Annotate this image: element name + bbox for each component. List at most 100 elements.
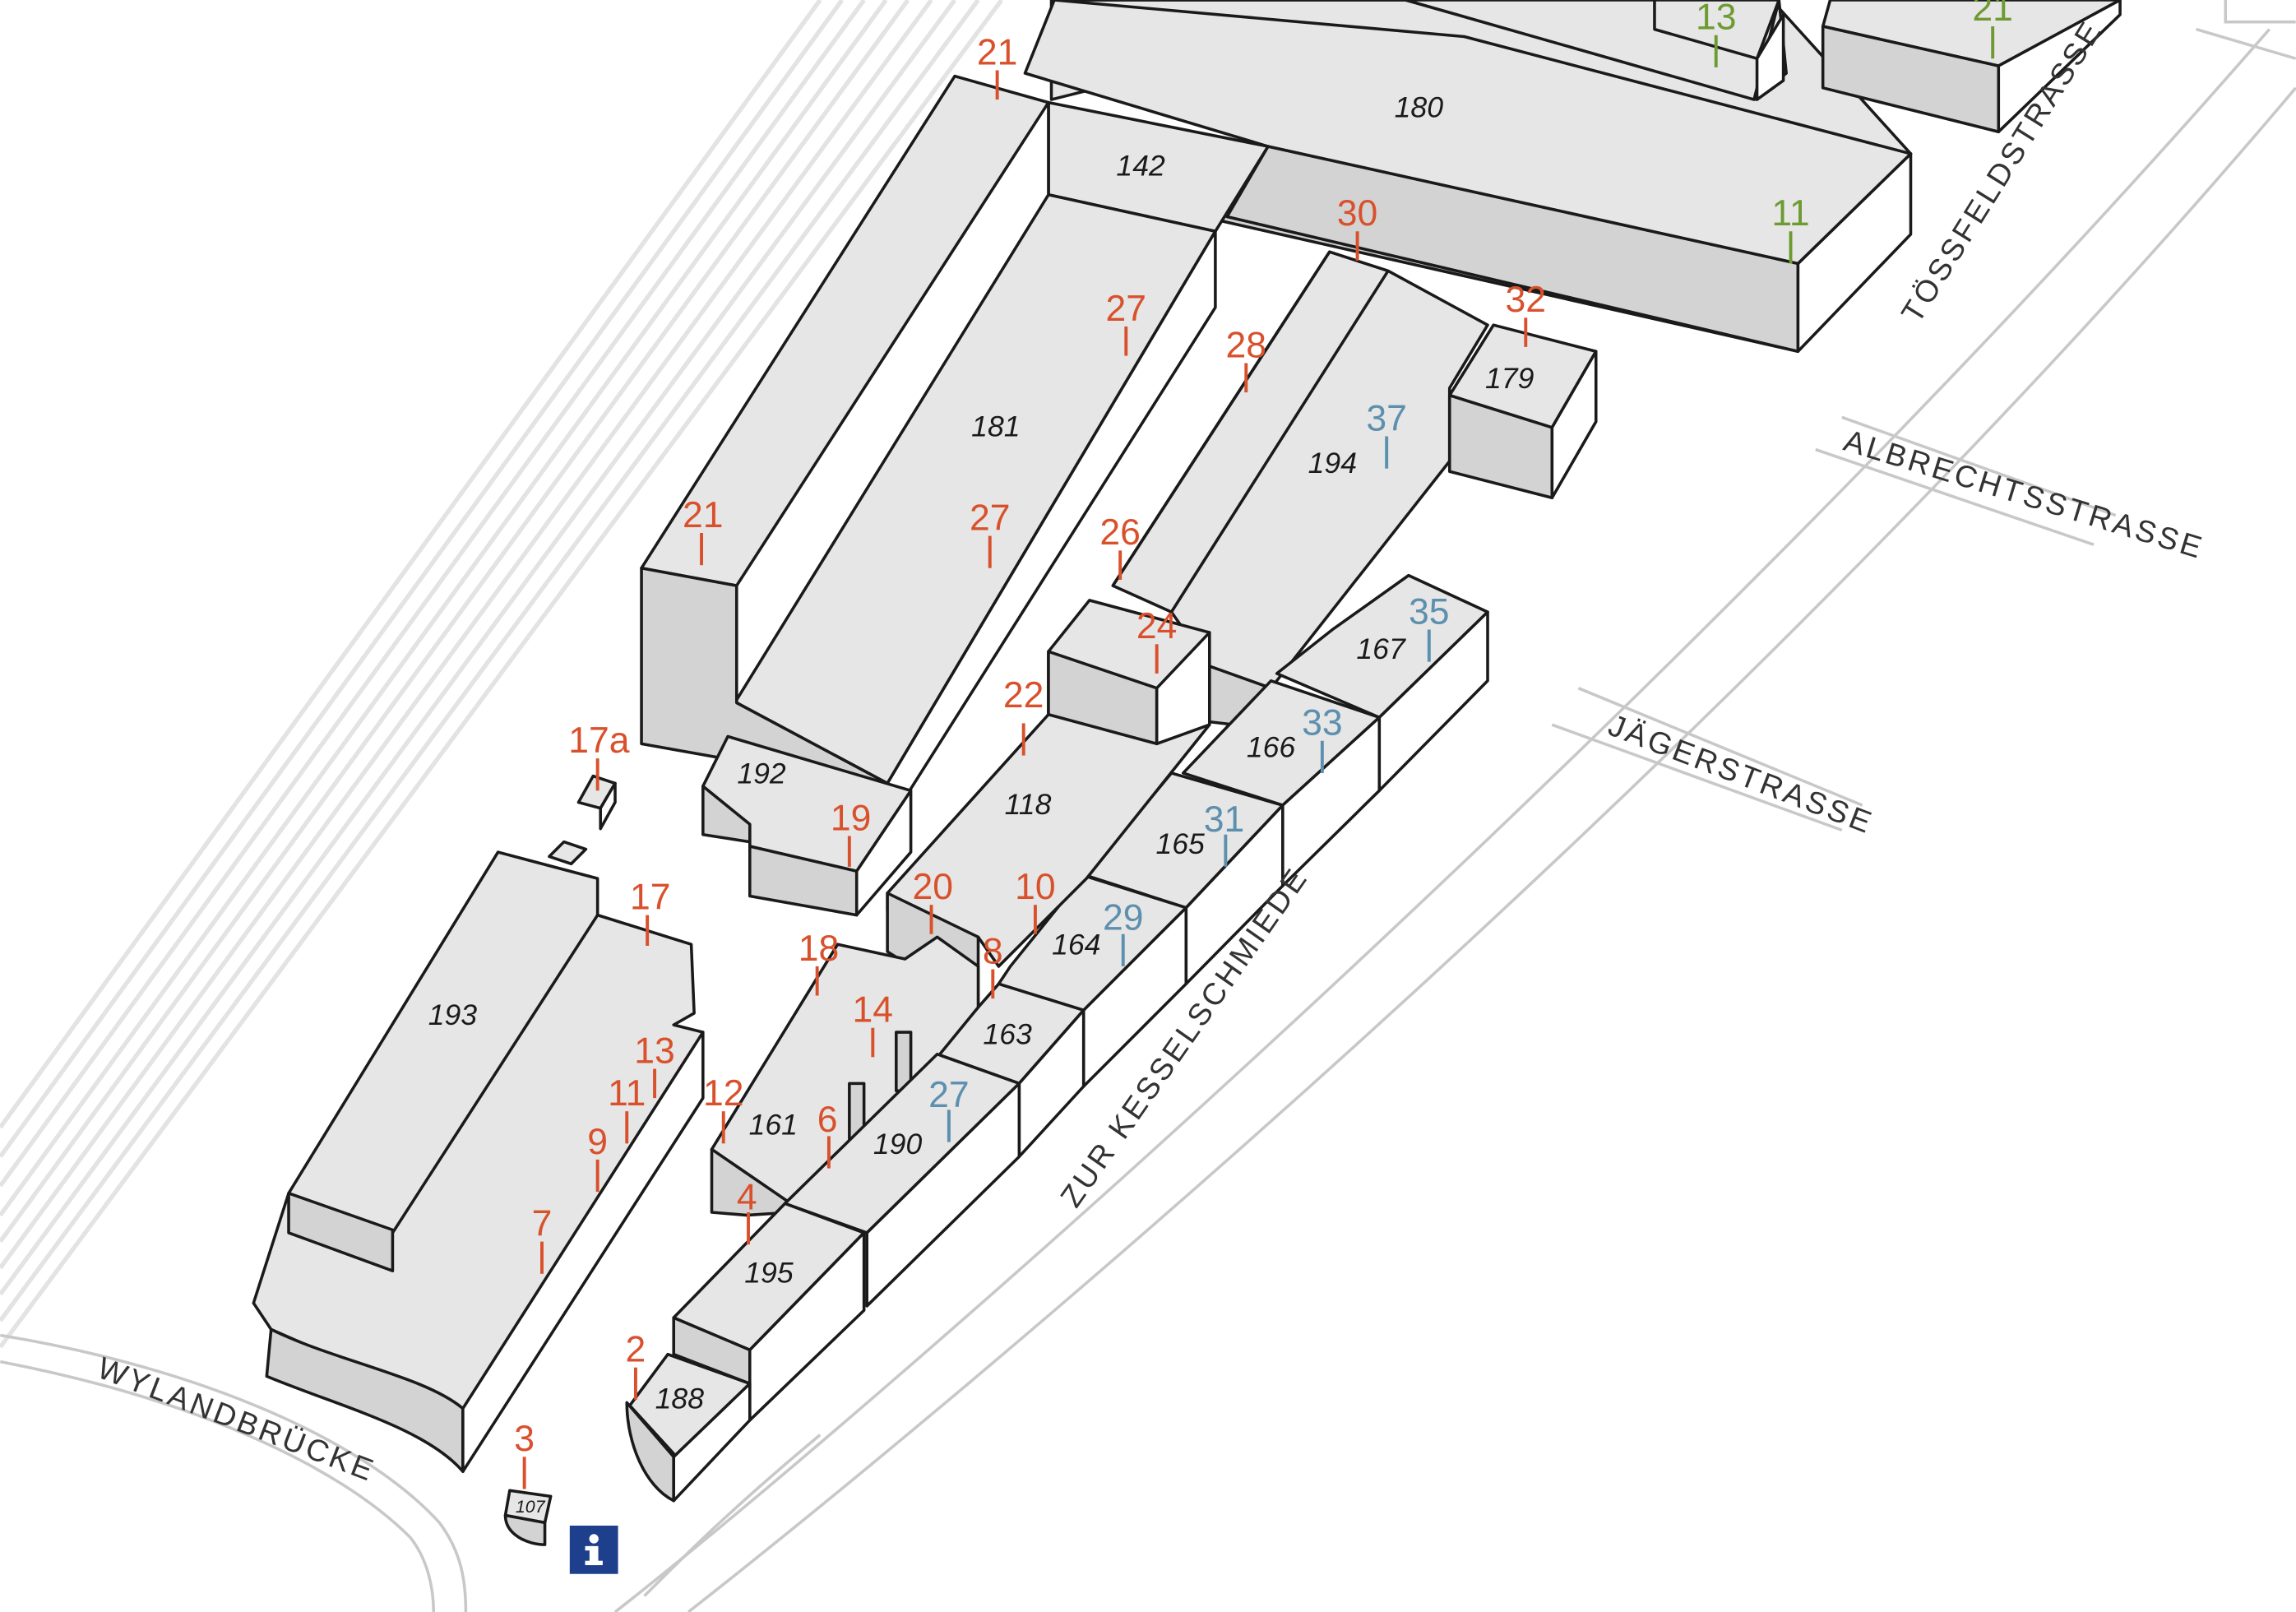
building-number-193: 193 [428,998,478,1031]
svg-text:17a: 17a [568,720,629,761]
entrance-4[interactable]: 4 [737,1177,757,1245]
svg-text:2: 2 [626,1330,646,1370]
entrance-21-top[interactable]: 21 [977,32,1017,100]
entrance-27-lower[interactable]: 27 [970,498,1010,568]
svg-text:21: 21 [683,495,724,535]
building-163[interactable] [935,982,1086,1159]
building-labels: 180 142 181 192 194 179 167 166 165 164 … [428,90,1535,1517]
building-number-192: 192 [737,757,786,790]
building-192[interactable] [701,734,913,917]
building-167[interactable] [1275,573,1489,793]
svg-text:33: 33 [1302,703,1343,743]
entrance-33[interactable]: 33 [1302,703,1343,773]
svg-text:19: 19 [831,798,872,838]
building-number-165: 165 [1155,827,1205,860]
building-107[interactable] [503,1489,553,1546]
entrance-14[interactable]: 14 [853,990,894,1058]
building-179[interactable] [1447,323,1598,500]
entrance-28[interactable]: 28 [1226,325,1267,393]
svg-text:21: 21 [1972,0,2013,29]
entrance-8[interactable]: 8 [983,931,1003,999]
svg-text:18: 18 [799,929,839,969]
building-number-180: 180 [1395,90,1444,123]
entrance-3[interactable]: 3 [514,1419,535,1489]
svg-text:32: 32 [1506,280,1547,320]
street-albrechtsstrasse: ALBRECHTSSTRASSE [1840,423,2208,565]
building-195[interactable] [672,1202,866,1422]
building-number-190: 190 [873,1128,923,1160]
svg-text:10: 10 [1015,867,1056,907]
svg-text:27: 27 [970,498,1010,538]
building-number-107: 107 [516,1497,546,1517]
svg-text:26: 26 [1099,512,1141,553]
building-161[interactable] [710,935,980,1217]
building-top-right-b[interactable] [1821,0,2122,133]
svg-text:13: 13 [634,1031,675,1071]
entrance-21-green[interactable]: 21 [1972,0,2013,59]
svg-text:11: 11 [1771,193,1809,234]
svg-text:7: 7 [532,1203,553,1244]
building-number-166: 166 [1247,730,1296,763]
entrance-9[interactable]: 9 [587,1122,608,1193]
entrance-27-blue[interactable]: 27 [928,1075,970,1142]
building-number-163: 163 [983,1017,1032,1050]
building-number-167: 167 [1356,632,1406,665]
entrance-30[interactable]: 30 [1337,193,1378,261]
svg-text:6: 6 [817,1100,838,1140]
entrance-11-green[interactable]: 11 [1771,193,1810,264]
entrance-13[interactable]: 13 [634,1031,675,1099]
svg-text:14: 14 [853,990,894,1031]
entrance-27-upper[interactable]: 27 [1106,289,1146,356]
entrance-7[interactable]: 7 [532,1203,553,1274]
entrance-10[interactable]: 10 [1015,867,1056,934]
building-180[interactable] [1023,0,1913,354]
entrance-35[interactable]: 35 [1409,591,1450,662]
entrance-12[interactable]: 12 [703,1073,744,1144]
entrance-32[interactable]: 32 [1506,280,1547,347]
entrance-17a[interactable]: 17a [568,720,630,791]
svg-text:37: 37 [1366,398,1407,438]
building-193[interactable] [252,774,705,1473]
building-194[interactable] [1111,250,1489,731]
building-number-164: 164 [1052,929,1100,961]
svg-text:24: 24 [1136,606,1178,646]
entrance-21-left[interactable]: 21 [683,495,724,566]
svg-text:22: 22 [1003,675,1044,716]
entrance-29[interactable]: 29 [1103,897,1144,966]
svg-text:9: 9 [587,1122,608,1162]
entrance-6[interactable]: 6 [817,1100,838,1169]
entrance-37[interactable]: 37 [1366,398,1407,469]
entrance-20[interactable]: 20 [913,867,954,934]
building-188[interactable] [625,1352,752,1503]
svg-text:4: 4 [737,1177,757,1217]
building-number-195: 195 [744,1256,794,1289]
railway-tracks [0,0,1004,1349]
svg-text:21: 21 [977,32,1017,72]
svg-text:20: 20 [913,867,954,907]
building-number-118: 118 [1005,788,1052,821]
entrance-13-green[interactable]: 13 [1696,0,1737,67]
building-190[interactable] [783,1052,1021,1308]
entrance-31[interactable]: 31 [1204,799,1245,867]
entrance-22[interactable]: 22 [1003,675,1044,756]
svg-text:12: 12 [703,1073,744,1114]
svg-text:27: 27 [928,1075,969,1115]
building-181[interactable] [640,74,1217,799]
entrance-18[interactable]: 18 [799,929,839,996]
svg-text:11: 11 [608,1073,646,1114]
entrance-2[interactable]: 2 [626,1330,646,1400]
info-icon[interactable] [569,1525,618,1574]
building-number-179: 179 [1485,362,1535,395]
entrance-24[interactable]: 24 [1136,606,1178,674]
entrance-19[interactable]: 19 [831,798,872,867]
entrance-11[interactable]: 11 [608,1073,646,1144]
building-number-194: 194 [1308,447,1357,479]
building-number-181: 181 [971,410,1020,442]
svg-text:13: 13 [1696,0,1737,38]
svg-text:28: 28 [1226,325,1267,365]
building-top-right-a[interactable] [1653,0,1785,101]
entrance-17[interactable]: 17 [630,878,671,947]
building-number-142: 142 [1116,150,1165,183]
entrance-26[interactable]: 26 [1099,512,1141,580]
